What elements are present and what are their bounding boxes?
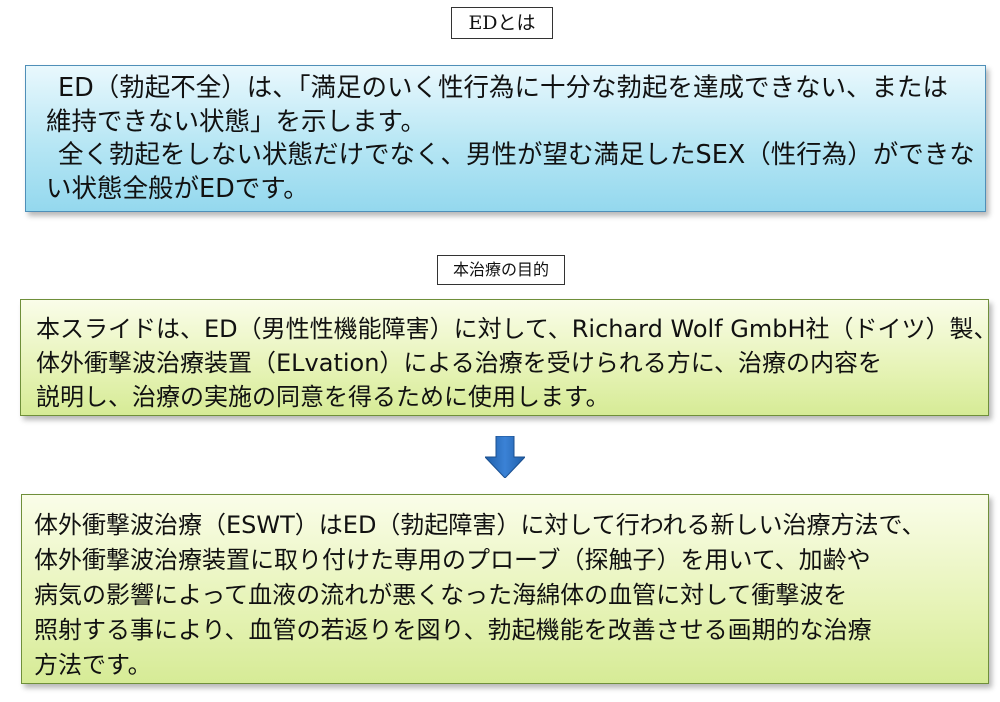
eswt-box: 体外衝撃波治療（ESWT）はED（勃起障害）に対して行われる新しい治療方法で、 …	[21, 494, 989, 684]
ed-definition-box: ED（勃起不全）は、「満足のいく性行為に十分な勃起を達成できない、または 維持で…	[25, 65, 986, 212]
purpose-line: 体外衝撃波治療装置（ELvation）による治療を受けられる方に、治療の内容を	[36, 349, 882, 377]
eswt-line: 照射する事により、血管の若返りを図り、勃起機能を改善させる画期的な治療	[34, 616, 872, 644]
ed-definition-line: い状態全般がEDです。	[46, 173, 309, 204]
eswt-line: 病気の影響によって血液の流れが悪くなった海綿体の血管に対して衝撃波を	[34, 581, 848, 609]
eswt-line: 方法です。	[34, 651, 152, 679]
heading-ed: EDとは	[451, 7, 553, 39]
purpose-box: 本スライドは、ED（男性性機能障害）に対して、Richard Wolf GmbH…	[20, 299, 998, 416]
heading-purpose: 本治療の目的	[437, 255, 565, 285]
purpose-line: 本スライドは、ED（男性性機能障害）に対して、Richard Wolf GmbH…	[36, 315, 998, 343]
eswt-line: 体外衝撃波治療（ESWT）はED（勃起障害）に対して行われる新しい治療方法で、	[34, 511, 926, 539]
down-arrow-icon	[485, 436, 525, 478]
ed-definition-line: 維持できない状態」を示します。	[46, 106, 426, 137]
purpose-line: 説明し、治療の実施の同意を得るために使用します。	[36, 383, 610, 411]
ed-definition-line: 全く勃起をしない状態だけでなく、男性が望む満足したSEX（性行為）ができな	[58, 140, 975, 170]
eswt-line: 体外衝撃波治療装置に取り付けた専用のプローブ（探触子）を用いて、加齢や	[34, 546, 871, 574]
ed-definition-line: ED（勃起不全）は、「満足のいく性行為に十分な勃起を達成できない、または	[58, 73, 948, 103]
